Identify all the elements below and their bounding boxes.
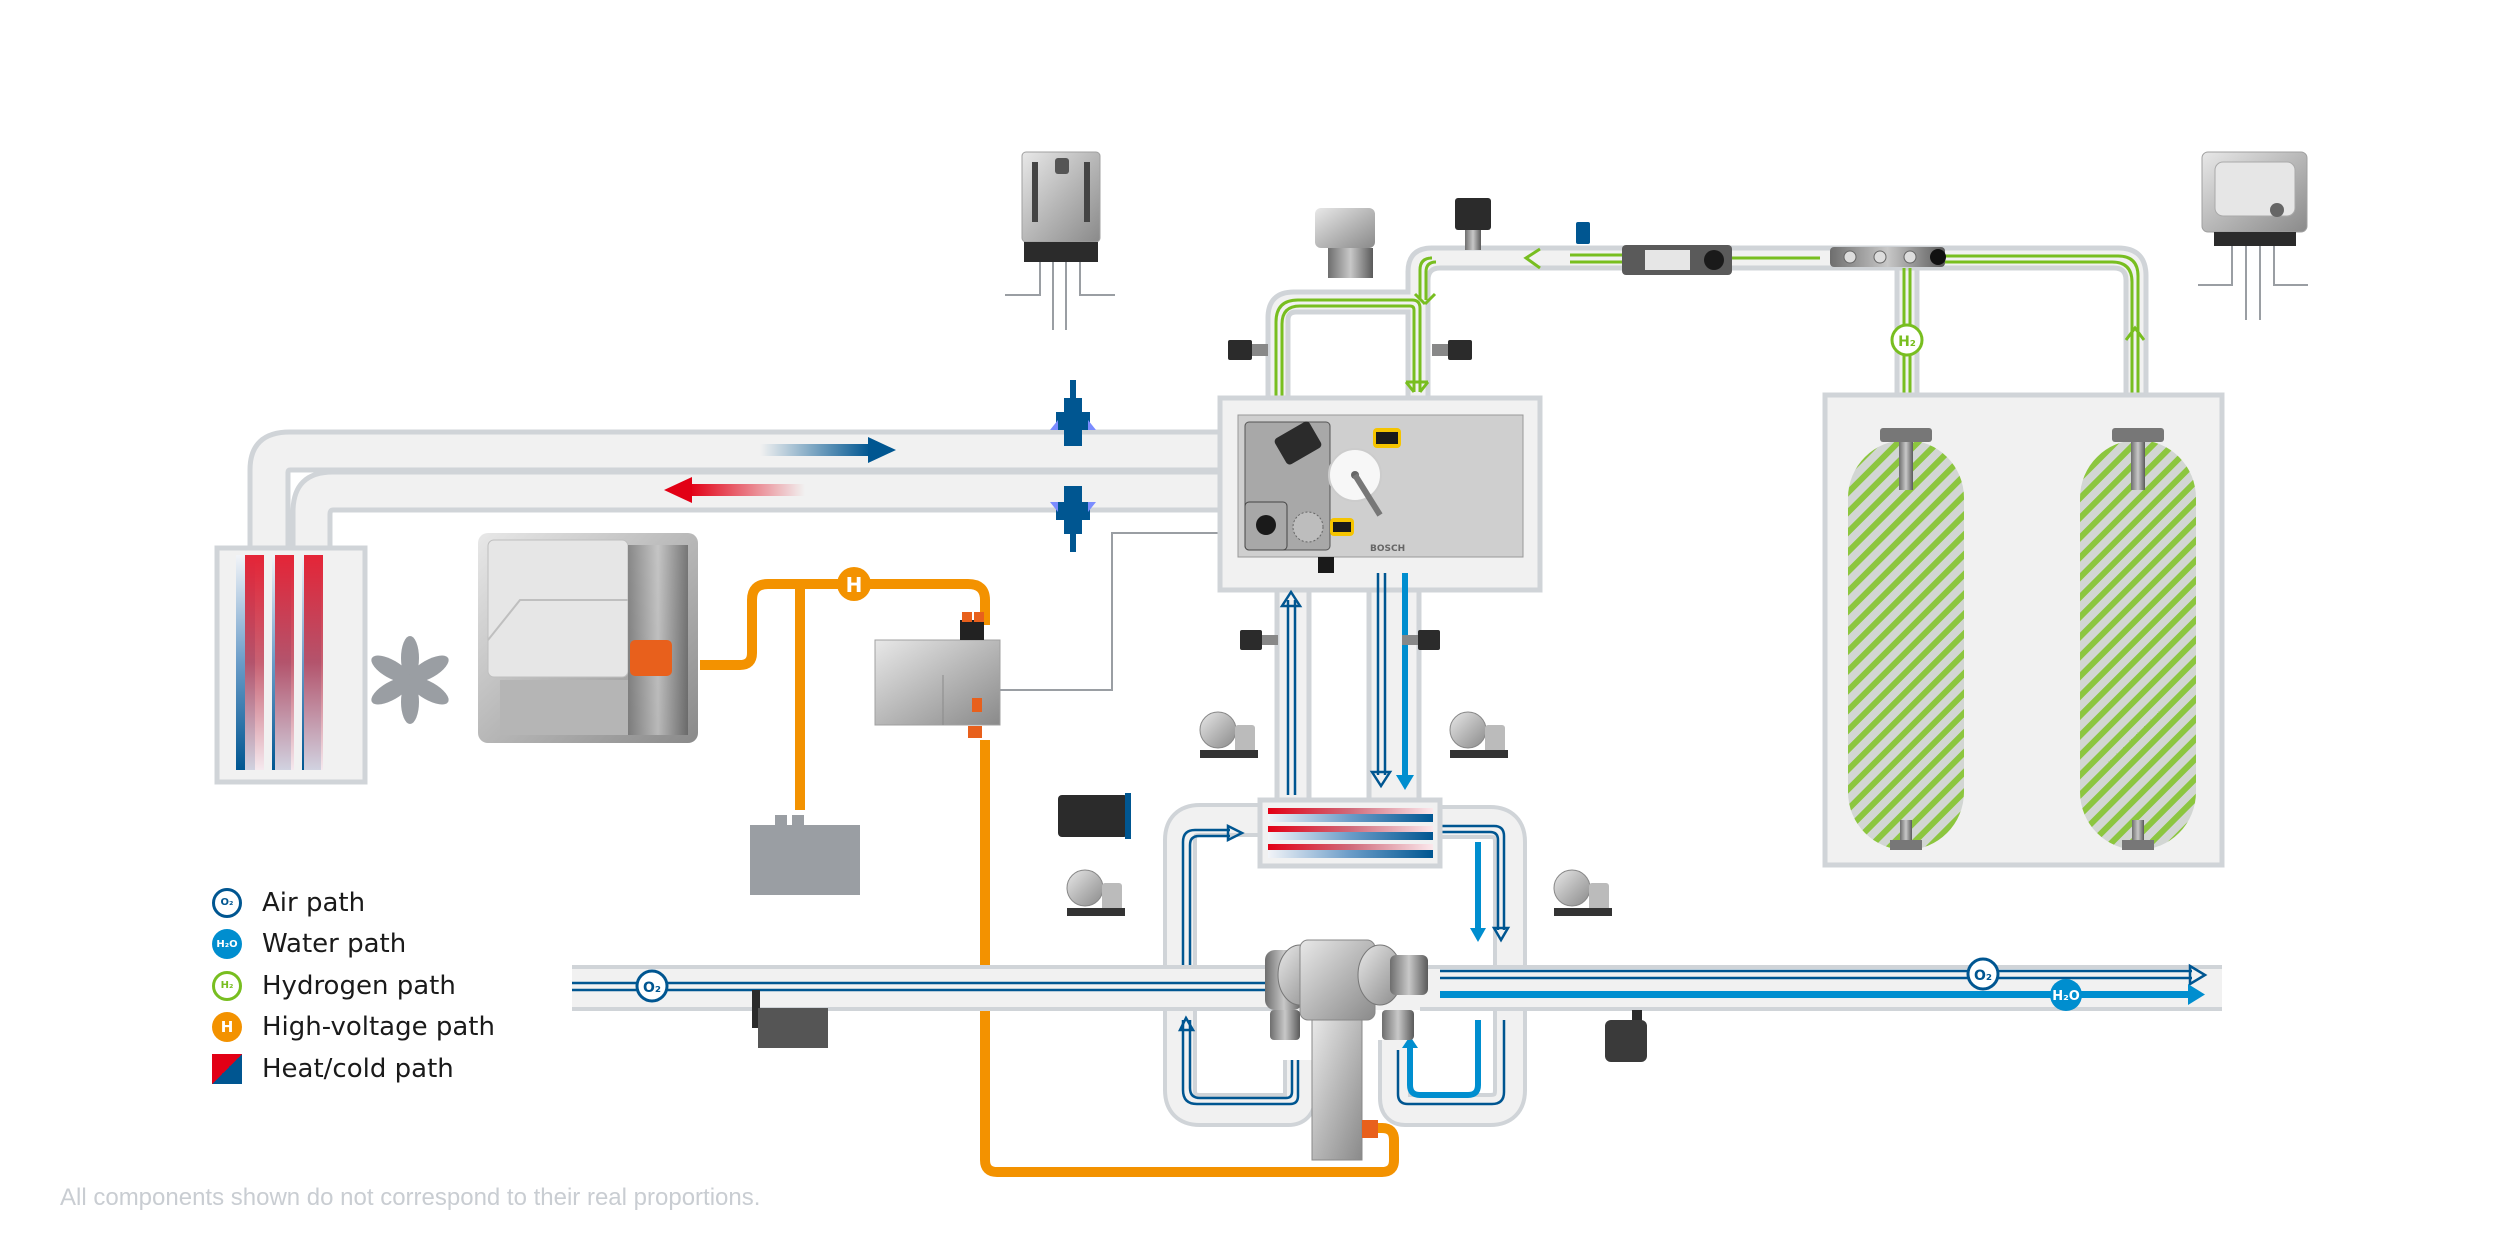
coolant-pipes xyxy=(247,380,1225,552)
vehicle-control-unit xyxy=(2198,151,2308,320)
h2o-icon: H₂O xyxy=(212,929,242,960)
air-flow-sensor-inlet xyxy=(752,990,828,1048)
fcu-control-unit xyxy=(1005,151,1115,330)
hydrogen-tank-box xyxy=(1822,392,2225,868)
tank-valve-right-bottom xyxy=(2122,820,2154,850)
heat-cold-icon xyxy=(212,1053,242,1084)
metering-valve xyxy=(1315,208,1375,278)
air-mass-sensor xyxy=(1058,793,1131,839)
hv-battery xyxy=(750,815,860,895)
signal-line-dcdc xyxy=(1000,532,1240,691)
hv-connector-motor xyxy=(630,640,672,676)
hv-wire-compressor xyxy=(980,740,1399,1177)
throttle-valve-1 xyxy=(1199,711,1258,758)
dcdc-converter xyxy=(874,612,1001,738)
legend-item-heat-cold: Heat/cold path xyxy=(212,1048,495,1090)
throttle-valve-2 xyxy=(1449,711,1508,758)
hv-wire-motor xyxy=(700,579,990,670)
cold-flow-arrow-head xyxy=(868,437,896,463)
coolant-valve-bottom xyxy=(1050,486,1096,552)
hv-badge-label: H xyxy=(846,573,863,597)
h2-badge-label: H₂ xyxy=(1898,334,1916,350)
h2-icon: H₂ xyxy=(212,970,242,1001)
hot-flow-arrow-head xyxy=(664,477,692,503)
stack-brand-label: BOSCH xyxy=(1370,544,1405,554)
legend: O₂ Air path H₂O Water path H₂ Hydrogen p… xyxy=(212,882,495,1090)
legend-label-hydrogen: Hydrogen path xyxy=(262,970,456,1001)
fan-icon xyxy=(371,636,449,724)
h2-sensor-cap xyxy=(1576,222,1590,244)
o2-badge-inlet-label: O₂ xyxy=(643,980,661,996)
tank-valve-right-top xyxy=(2112,428,2164,490)
hv-icon: H xyxy=(212,1012,242,1043)
humidity-sensor-outlet xyxy=(1605,1010,1647,1062)
h2-pressure-sensor-left xyxy=(1228,340,1268,360)
hydrogen-tank-left xyxy=(1848,440,1964,850)
heat-exchanger xyxy=(1257,797,1443,869)
fuel-cell-stack: BOSCH xyxy=(1217,395,1543,593)
coolant-valve-top xyxy=(1050,380,1096,446)
hot-flow-arrow-shaft xyxy=(690,484,805,496)
air-pressure-sensor-left xyxy=(1240,630,1278,650)
o2-icon: O₂ xyxy=(212,887,242,918)
h2o-badge: H₂O xyxy=(2050,979,2082,1011)
legend-label-high-voltage: High-voltage path xyxy=(262,1012,495,1043)
hydrogen-pipes: H₂ xyxy=(1228,198,2149,401)
throttle-valve-3 xyxy=(1066,869,1125,916)
electric-air-compressor xyxy=(1265,939,1428,1161)
o2-badge-inlet: O₂ xyxy=(635,969,669,1003)
tank-rail xyxy=(1830,247,1946,267)
legend-label-heat-cold: Heat/cold path xyxy=(262,1053,454,1084)
o2-badge-outlet: O₂ xyxy=(1966,957,2000,991)
legend-label-air: Air path xyxy=(262,887,366,918)
h2-pressure-sensor-right xyxy=(1432,340,1472,360)
high-voltage-path xyxy=(700,579,1399,1177)
pressure-regulator xyxy=(1622,245,1732,275)
cold-flow-arrow-shaft xyxy=(760,444,870,456)
tank-valve-left-top xyxy=(1880,428,1932,490)
legend-item-air: O₂ Air path xyxy=(212,882,495,924)
shutoff-valve xyxy=(1455,198,1491,250)
legend-item-hydrogen: H₂ Hydrogen path xyxy=(212,965,495,1007)
legend-label-water: Water path xyxy=(262,929,407,960)
legend-item-high-voltage: H High-voltage path xyxy=(212,1007,495,1049)
legend-item-water: H₂O Water path xyxy=(212,924,495,966)
air-pressure-sensor-right xyxy=(1402,630,1440,650)
throttle-valve-4 xyxy=(1553,869,1612,916)
tank-valve-left-bottom xyxy=(1890,820,1922,850)
o2-badge-outlet-label: O₂ xyxy=(1974,968,1992,984)
humidifier-loops xyxy=(1163,803,1527,1127)
electric-motor xyxy=(478,533,698,743)
hydrogen-tank-right xyxy=(2080,440,2196,850)
air-water-vertical-pipes xyxy=(1274,573,1422,803)
radiator-channels xyxy=(236,555,323,770)
h2o-badge-label: H₂O xyxy=(2052,989,2080,1004)
radiator xyxy=(214,545,368,785)
heat-exchanger-channels xyxy=(1268,808,1433,858)
hv-badge: H xyxy=(837,567,871,601)
h2-badge: H₂ xyxy=(1890,323,1924,357)
footnote: All components shown do not correspond t… xyxy=(60,1184,761,1211)
